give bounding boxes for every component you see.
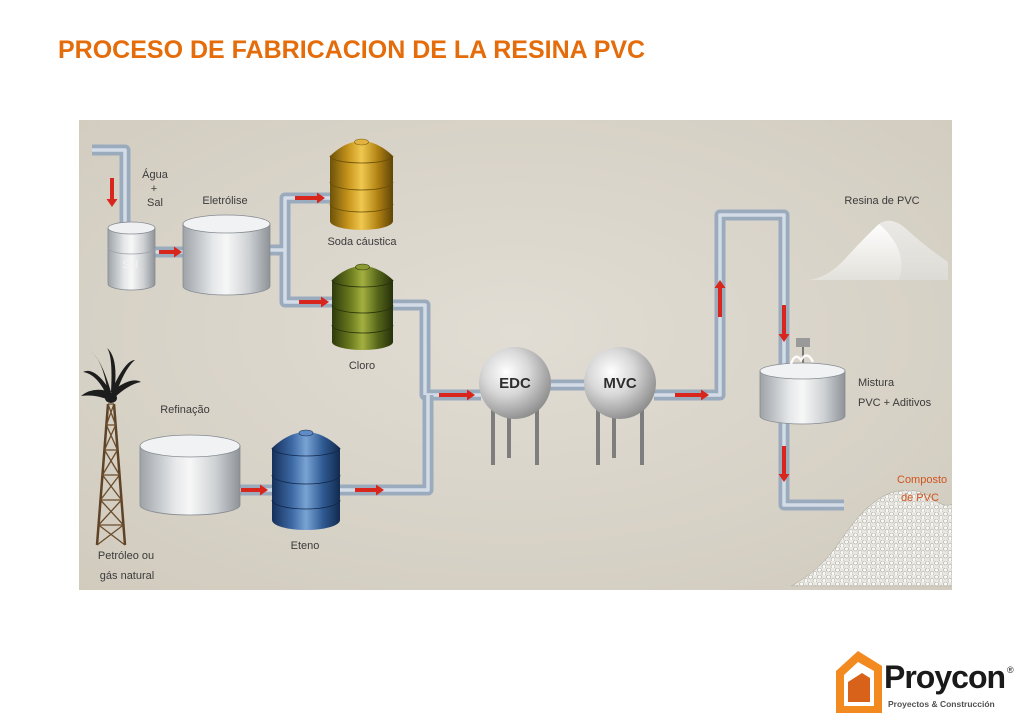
mvc-label: MVC — [603, 375, 637, 392]
flow-arrow-right — [355, 484, 384, 496]
salt-tank: Sal — [107, 221, 156, 291]
caustic-soda-label: Soda cáustica — [327, 236, 397, 248]
flow-arrow-right — [241, 484, 268, 496]
edc-reactor: EDC — [479, 347, 551, 465]
process-diagram: Sal — [79, 120, 952, 590]
mixture-label-line2: PVC + Aditivos — [858, 397, 932, 409]
pipe-highlight — [92, 148, 127, 224]
oil-gas-label-line2: gás natural — [100, 570, 154, 582]
caustic-soda-tank — [329, 138, 394, 230]
water-label: Água — [142, 168, 169, 181]
flow-arrows — [106, 178, 790, 496]
refining-tank — [139, 434, 241, 516]
electrolysis-tank — [182, 214, 271, 296]
pvc-compound-pile — [790, 489, 952, 587]
registered-mark: ® — [1007, 665, 1014, 675]
flow-arrow-right — [295, 192, 325, 204]
slide-title: PROCESO DE FABRICACION DE LA RESINA PVC — [58, 36, 646, 64]
process-diagram-svg: Sal — [79, 120, 952, 590]
ethylene-tank — [271, 429, 341, 530]
ethylene-label: Eteno — [291, 540, 320, 552]
pvc-resin-label: Resina de PVC — [844, 195, 919, 207]
flow-arrow-right — [159, 246, 182, 258]
salt-tank-label: Sal — [122, 259, 138, 271]
flow-arrow-down — [778, 305, 790, 342]
mvc-reactor: MVC — [584, 347, 656, 465]
house-icon — [836, 651, 882, 713]
flow-arrow-right — [299, 296, 329, 308]
logo-tagline: Proyectos & Construcción — [888, 699, 995, 709]
chlorine-label: Cloro — [349, 360, 375, 372]
oil-derrick — [81, 348, 141, 546]
diagram-labels: Água + Sal Eletrólise Soda cáustica Clor… — [98, 168, 947, 582]
mixer-tank — [759, 338, 846, 425]
plus-label: + — [151, 183, 157, 195]
flow-arrow-down — [778, 446, 790, 482]
pvc-compound-label-line2: de PVC — [901, 492, 939, 504]
electrolysis-label: Eletrólise — [202, 195, 247, 207]
oil-gas-label-line1: Petróleo ou — [98, 550, 154, 562]
refining-label: Refinação — [160, 404, 210, 416]
mixture-label-line1: Mistura — [858, 377, 895, 389]
flow-arrow-up — [714, 280, 726, 317]
edc-label: EDC — [499, 375, 531, 392]
flow-arrow-right — [439, 389, 475, 401]
logo-name: Proycon — [884, 659, 1006, 695]
pvc-compound-label-line1: Composto — [897, 474, 947, 486]
flow-arrow-down — [106, 178, 118, 207]
oil-gush — [81, 348, 141, 403]
pvc-resin-pile — [808, 220, 948, 280]
salt-label: Sal — [147, 197, 163, 209]
chlorine-tank — [331, 263, 394, 350]
flow-arrow-right — [675, 389, 709, 401]
